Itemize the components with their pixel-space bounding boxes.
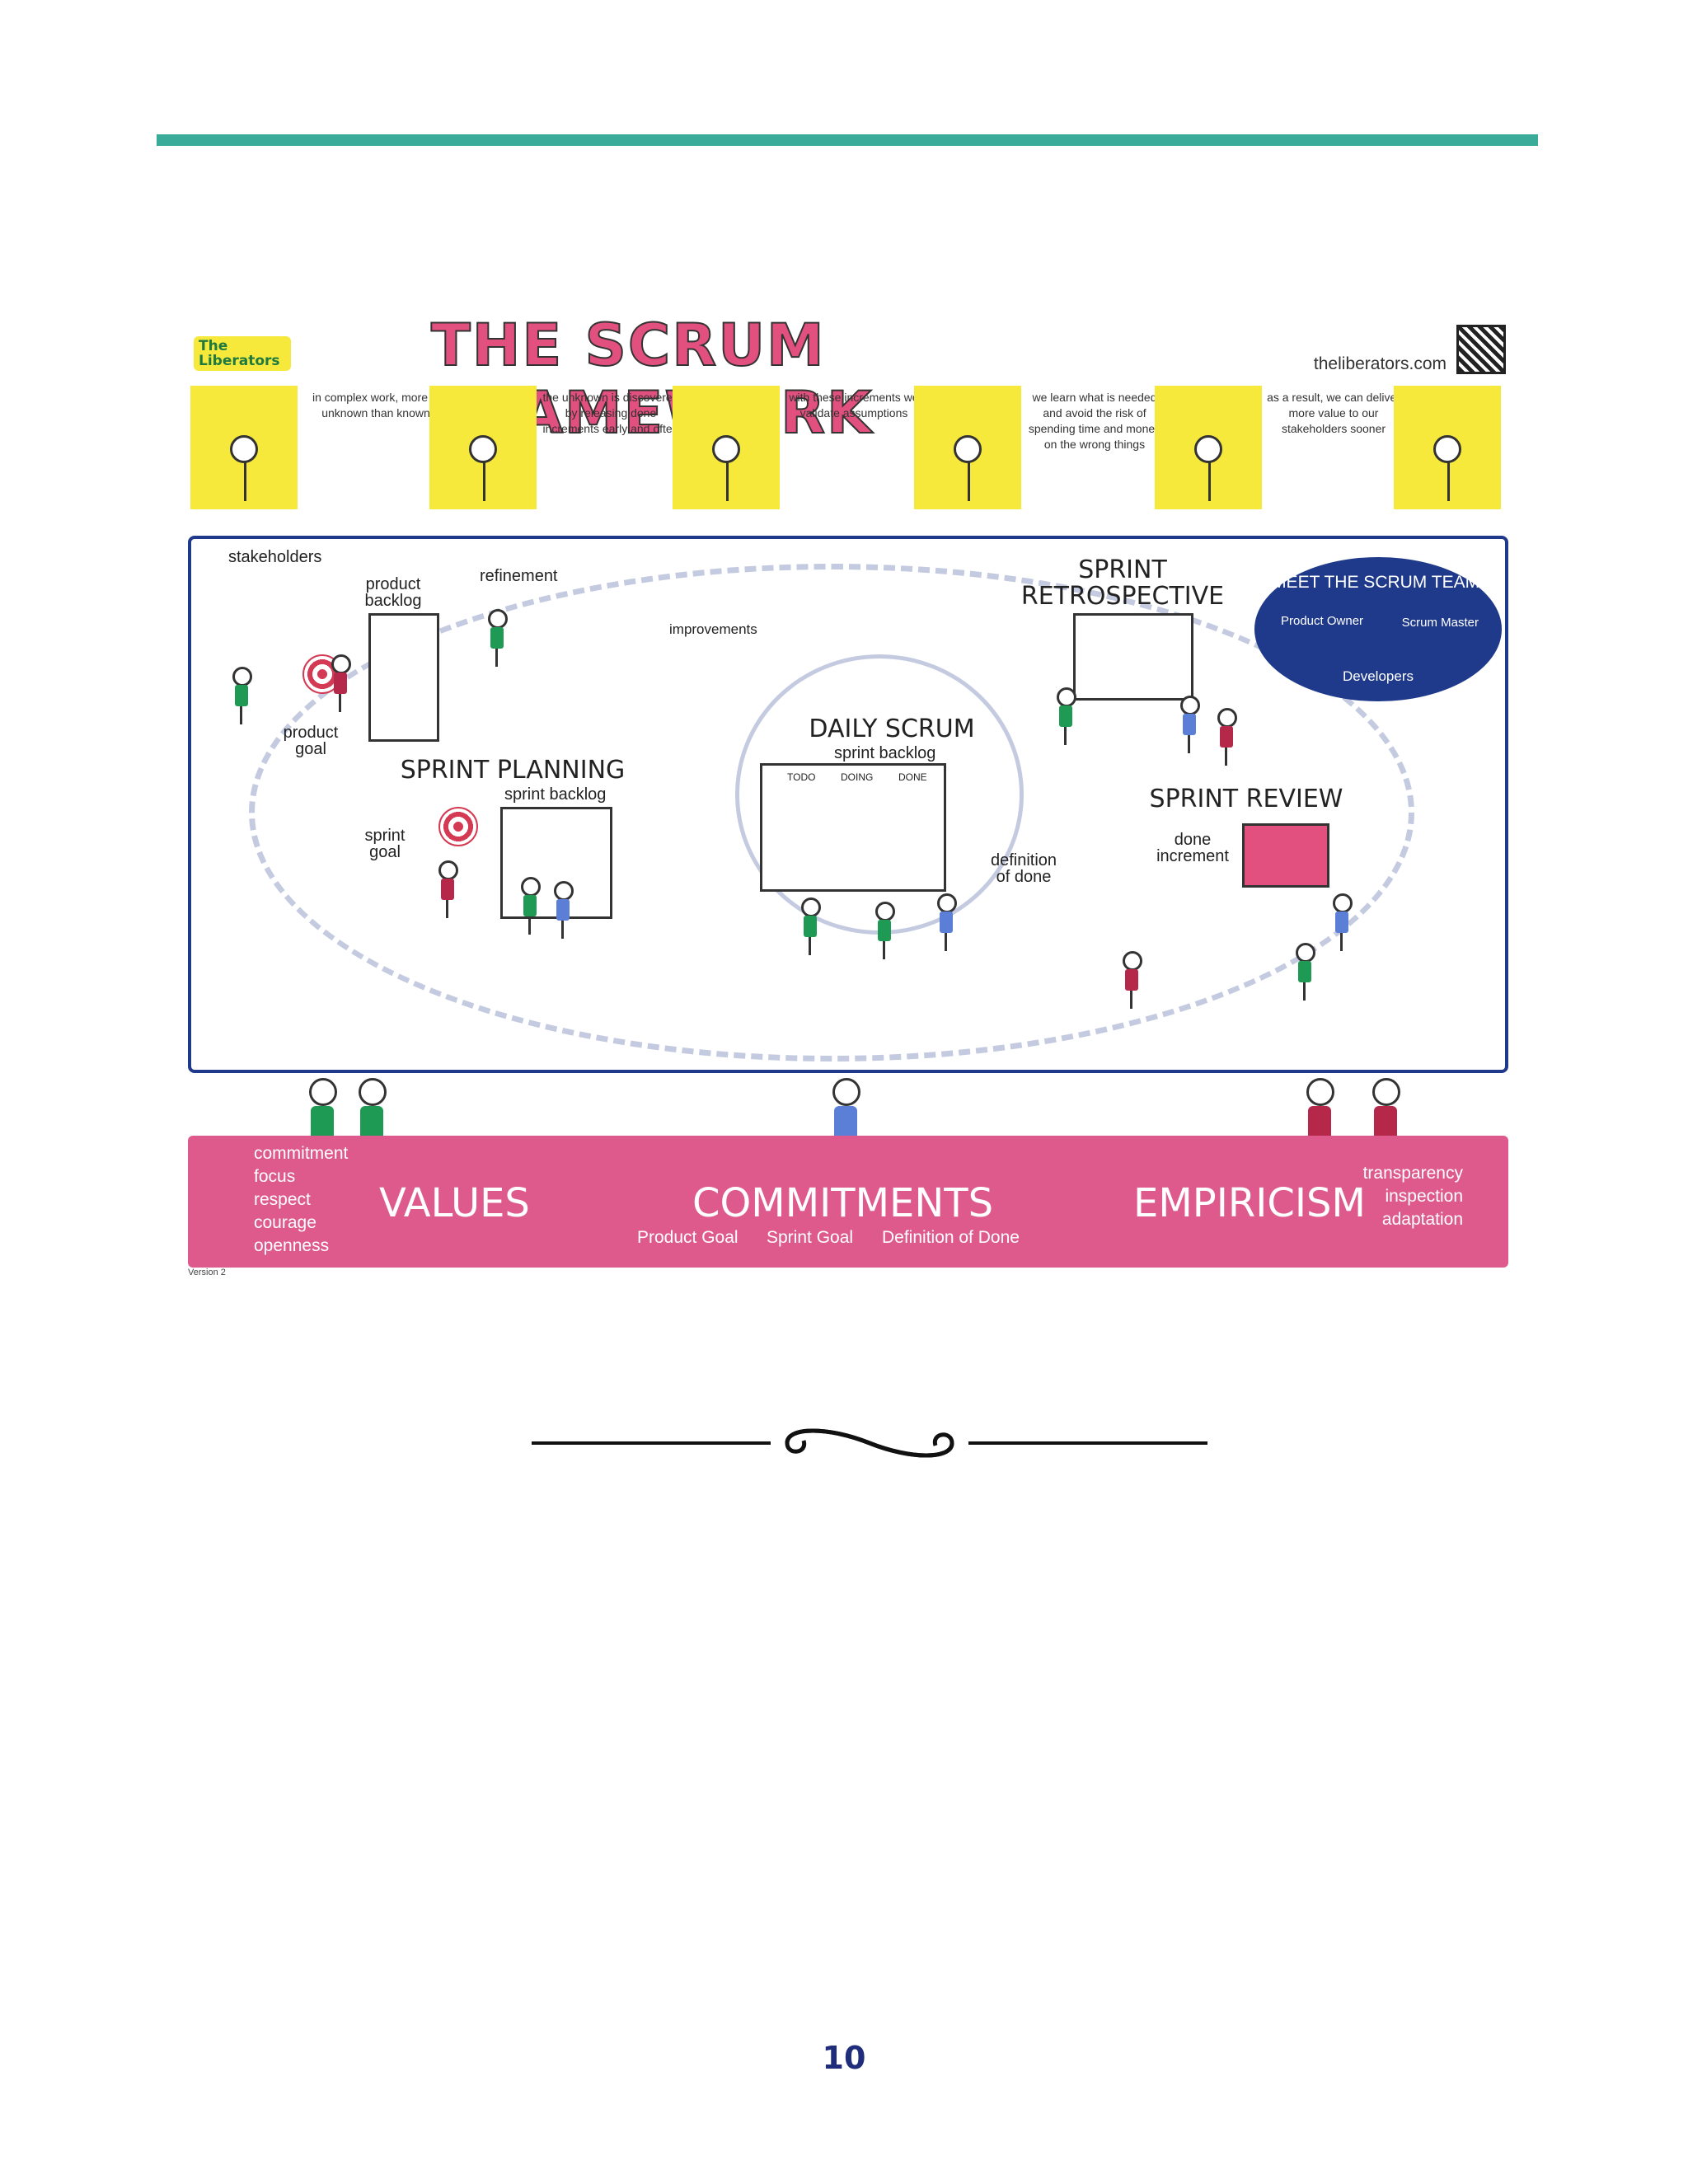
scrum-master-label: Scrum Master [1401,616,1479,630]
panel-2 [429,386,537,509]
daily-figure [801,898,821,955]
intro-strip: in complex work, more is unknown than kn… [190,386,1509,518]
scrum-team-badge: MEET THE SCRUM TEAM! Product Owner Scrum… [1254,557,1502,701]
doing-column: DOING [841,771,874,783]
empiricism-item: transparency [1362,1164,1463,1183]
done-increment-label: done increment [1156,831,1229,865]
caption-3: with these increments we validate assump… [789,391,919,419]
framework-frame: stakeholders product backlog refinement … [188,536,1508,1073]
daily-board: TODO DOING DONE [760,763,946,892]
todo-column: TODO [787,771,816,783]
page-number: 10 [822,2040,866,2076]
value-item: courage [254,1213,316,1232]
product-owner-label: Product Owner [1281,614,1364,628]
sprint-loop [249,564,1414,1062]
panel-1 [190,386,298,509]
site-url: theliberators.com [1313,354,1447,373]
daily-figure [937,893,957,951]
daily-figure [875,902,895,959]
header-rule [157,134,1538,146]
sprint-backlog-label: sprint backlog [504,785,607,804]
caption-5: as a result, we can deliver more value t… [1267,391,1400,435]
commitment-item: Definition of Done [882,1228,1020,1247]
team-title: MEET THE SCRUM TEAM! [1272,573,1484,592]
divider-line-left [532,1441,771,1445]
developers-label: Developers [1343,668,1414,684]
improvements-label: improvements [669,621,757,637]
holder-figure [1371,1078,1400,1136]
planning-figure [438,860,458,918]
commitment-item: Sprint Goal [767,1228,854,1247]
empiricism-list: transparency inspection adaptation [1363,1162,1463,1231]
flourish-icon [785,1428,954,1458]
panel-6 [1394,386,1501,509]
empiricism-item: adaptation [1381,1210,1463,1229]
values-list: commitment focus respect courage opennes… [254,1142,348,1258]
holder-figure [357,1078,387,1136]
commitments-heading: COMMITMENTS [692,1180,994,1226]
planning-figure [521,877,541,935]
review-figure [1123,951,1142,1009]
holder-figure [831,1078,860,1136]
daily-backlog-label: sprint backlog [834,744,936,762]
product-goal-label: product goal [283,724,339,758]
panel-4 [914,386,1021,509]
refinement-figure [488,609,508,667]
retro-figure [1180,696,1200,753]
value-item: commitment [254,1144,349,1163]
caption-2: the unknown is discovered by releasing d… [542,391,679,435]
retro-figure [1057,687,1076,745]
liberators-logo: The Liberators [194,336,291,371]
commitment-item: Product Goal [637,1228,738,1247]
retrospective-board [1073,613,1193,701]
increment-gift-icon [1242,823,1329,888]
sprint-planning-title: SPRINT PLANNING [400,756,626,785]
refinement-label: refinement [480,567,558,585]
divider-line-right [968,1441,1207,1445]
qr-code-icon [1456,325,1506,374]
value-item: respect [254,1190,311,1209]
caption-4: we learn what is needed and avoid the ri… [1028,391,1161,451]
ornamental-divider [532,1422,1207,1464]
review-figure [1296,943,1315,1001]
holder-figure [307,1078,337,1136]
stakeholder-figure [232,667,252,724]
product-backlog-board [368,613,439,742]
version-label: Version 2 [188,1268,226,1277]
daily-scrum-title: DAILY SCRUM [809,715,975,743]
values-banner: commitment focus respect courage opennes… [188,1136,1508,1268]
sprint-retrospective-title: SPRINT RETROSPECTIVE [1020,555,1225,611]
values-heading: VALUES [379,1180,530,1226]
caption-1: in complex work, more is unknown than kn… [312,391,440,419]
product-backlog-label: product backlog [364,575,422,610]
empiricism-item: inspection [1385,1187,1463,1206]
empiricism-heading: EMPIRICISM [1133,1180,1366,1226]
stakeholder-figure [331,654,351,712]
definition-of-done-label: definition of done [990,851,1057,886]
value-item: focus [254,1167,296,1186]
done-column: DONE [898,771,927,783]
retro-figure [1217,708,1237,766]
value-item: openness [254,1236,330,1255]
planning-figure [554,881,574,939]
scrum-framework-figure: The Liberators THE SCRUM FRAMEWORK theli… [184,311,1512,1277]
sprint-review-title: SPRINT REVIEW [1149,785,1343,813]
panel-3 [673,386,780,509]
panel-5 [1155,386,1262,509]
holder-figure [1305,1078,1334,1136]
review-figure [1333,893,1353,951]
stakeholders-label: stakeholders [228,548,322,566]
sprint-goal-label: sprint goal [364,827,406,861]
sprint-goal-target-icon [438,807,478,846]
